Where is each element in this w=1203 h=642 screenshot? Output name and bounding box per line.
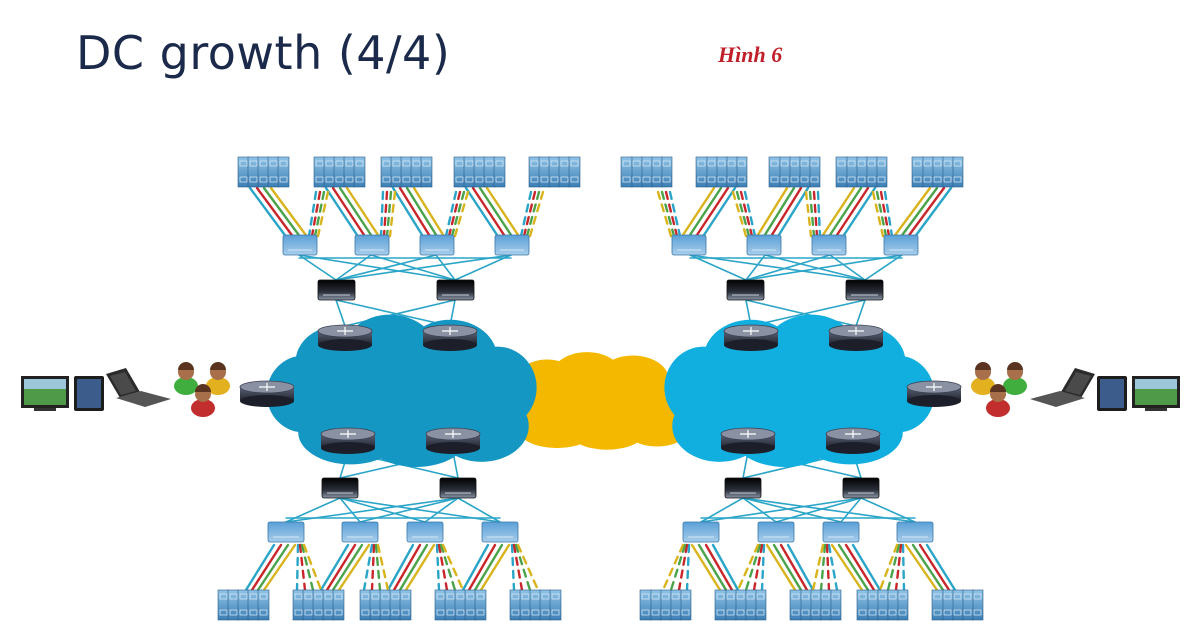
server-rack-icon [695,156,748,188]
server-rack-icon [434,589,487,621]
server-rack-icon [217,589,270,621]
core-router-icon [425,427,481,454]
server-rack-icon [292,589,345,621]
core-router-icon [828,324,884,351]
server-rack-icon [380,156,433,188]
access-switch-icon [822,521,860,543]
server-rack-icon [835,156,888,188]
server-rack-icon [856,589,909,621]
access-switch-icon [419,234,455,256]
core-router-icon [422,324,478,351]
server-rack-icon [528,156,581,188]
access-switch-icon [671,234,707,256]
access-switch-icon [267,521,305,543]
monitor-icon [21,376,69,411]
tablet-icon [1097,376,1127,411]
server-rack-icon [931,589,984,621]
server-rack-icon [453,156,506,188]
access-switch-icon [757,521,795,543]
access-switch-icon [282,234,318,256]
monitor-icon [1132,376,1180,411]
edge-router-icon [906,380,962,407]
server-rack-icon [911,156,964,188]
data-center-cloud [664,314,935,467]
users-icon [971,362,1027,417]
access-switch-icon [811,234,847,256]
laptop-icon [1030,368,1095,407]
server-rack-icon [237,156,290,188]
server-rack-icon [509,589,562,621]
core-router-icon [320,427,376,454]
aggregation-switch-icon [439,477,477,499]
links [244,186,545,592]
aggregation-switch-icon [317,279,356,301]
core-router-icon [825,427,881,454]
access-switch-icon [682,521,720,543]
server-rack-icon [789,589,842,621]
tablet-icon [74,376,104,411]
access-switch-icon [494,234,530,256]
laptop-icon [106,368,171,407]
edge-router-icon [239,380,295,407]
aggregation-switch-icon [724,477,762,499]
server-rack-icon [620,156,673,188]
server-rack-icon [359,589,412,621]
aggregation-switch-icon [436,279,475,301]
access-switch-icon [354,234,390,256]
core-router-icon [723,324,779,351]
aggregation-switch-icon [845,279,884,301]
users-icon [174,362,230,417]
server-rack-icon [313,156,366,188]
core-router-icon [720,427,776,454]
access-switch-icon [341,521,379,543]
aggregation-switch-icon [726,279,765,301]
right-data-center [620,156,1180,621]
server-rack-icon [768,156,821,188]
server-rack-icon [639,589,692,621]
core-router-icon [317,324,373,351]
figure-caption: Hình 6 [718,42,783,67]
access-switch-icon [896,521,934,543]
aggregation-switch-icon [842,477,880,499]
slide-title: DC growth (4/4) [76,26,451,80]
access-switch-icon [883,234,919,256]
access-switch-icon [746,234,782,256]
access-switch-icon [406,521,444,543]
access-switch-icon [481,521,519,543]
data-center-cloud [266,314,537,467]
links [656,186,957,592]
server-rack-icon [714,589,767,621]
left-data-center [21,156,581,621]
aggregation-switch-icon [321,477,359,499]
